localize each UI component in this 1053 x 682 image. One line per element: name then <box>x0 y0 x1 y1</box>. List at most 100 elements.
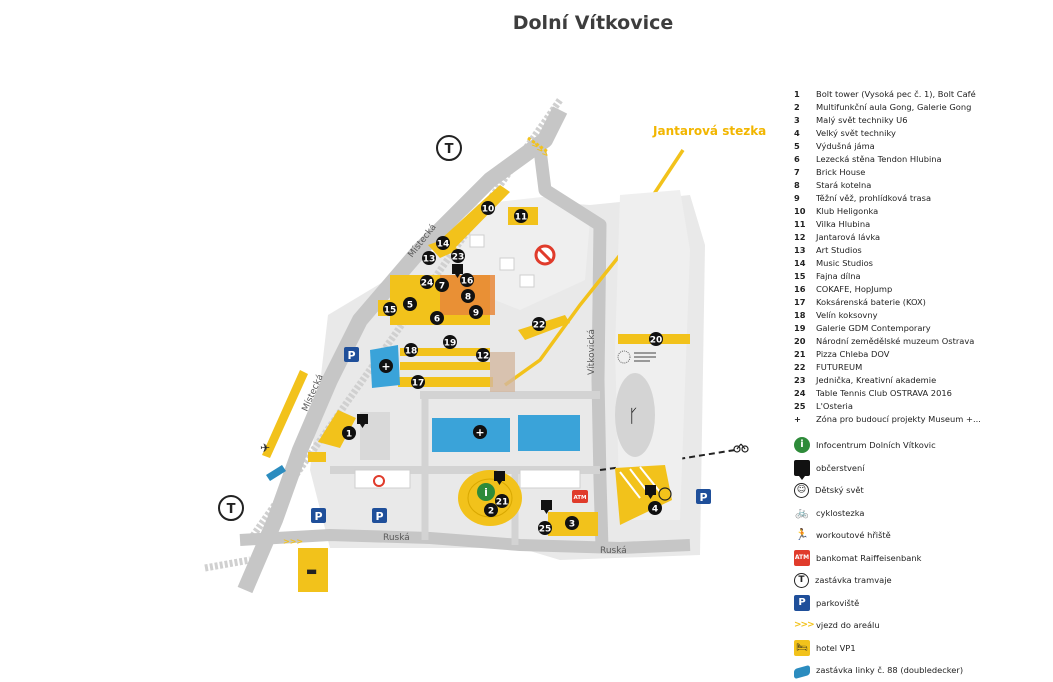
building-small-1[interactable] <box>308 452 326 462</box>
parking-2[interactable]: P <box>311 508 326 523</box>
food-marker-2[interactable] <box>494 471 505 485</box>
svg-text:10: 10 <box>482 205 495 215</box>
plus-marker-1[interactable]: + <box>379 359 393 373</box>
symbol-item-bike: 🚲cyklostezka <box>795 505 865 519</box>
tram-stop-top[interactable]: T <box>436 135 462 161</box>
marker-11[interactable]: 11 <box>514 209 528 223</box>
building-10[interactable] <box>440 185 510 248</box>
marker-13[interactable]: 13 <box>422 251 436 265</box>
marker-16[interactable]: 16 <box>460 273 474 287</box>
bike-icon: 🚲 <box>795 505 809 519</box>
legend-item[interactable]: +Zóna pro budoucí projekty Museum +... <box>794 414 981 424</box>
marker-14[interactable]: 14 <box>436 236 450 250</box>
marker-15[interactable]: 15 <box>383 302 397 316</box>
kids-icon: ☺ <box>794 482 809 498</box>
info-marker[interactable]: i <box>477 483 495 501</box>
marker-18[interactable]: 18 <box>404 343 418 357</box>
blue-building-west[interactable] <box>432 418 510 452</box>
svg-text:23: 23 <box>452 253 465 263</box>
tram-stop-bottom[interactable]: T <box>218 495 244 521</box>
parking-4[interactable]: P <box>696 489 711 504</box>
svg-text:P: P <box>699 491 707 504</box>
building-18[interactable] <box>400 348 490 356</box>
food-marker-1[interactable] <box>357 414 368 428</box>
marker-1[interactable]: 1 <box>342 426 356 440</box>
marker-21[interactable]: 21 <box>495 494 509 508</box>
svg-text:+: + <box>475 426 484 439</box>
atm-marker[interactable]: ATM <box>572 490 588 503</box>
marker-22[interactable]: 22 <box>532 317 546 331</box>
marker-9[interactable]: 9 <box>469 305 483 319</box>
svg-text:4: 4 <box>652 505 658 515</box>
marker-17[interactable]: 17 <box>411 375 425 389</box>
entrance-arrows-1: >>> <box>283 537 303 546</box>
site-map[interactable]: ᚴ ✈ Jantarová stezka Místecká Místecká R… <box>0 0 790 673</box>
symbol-item-kids: ☺Dětský svět <box>794 479 963 502</box>
parking-1[interactable]: P <box>344 347 359 362</box>
hotel-bed-icon: ▬ <box>306 564 317 578</box>
food-marker-3[interactable] <box>541 500 552 514</box>
food-marker-4[interactable] <box>645 485 656 499</box>
marker-24[interactable]: 24 <box>420 275 434 289</box>
marker-19[interactable]: 19 <box>443 335 457 349</box>
svg-text:12: 12 <box>477 352 490 362</box>
svg-text:1: 1 <box>346 430 352 440</box>
marker-7[interactable]: 7 <box>435 278 449 292</box>
building-17[interactable] <box>398 377 493 387</box>
bus-stop-icon[interactable] <box>266 465 286 481</box>
kids-icon-marker[interactable] <box>658 487 672 501</box>
marker-2[interactable]: 2 <box>484 503 498 517</box>
svg-text:16: 16 <box>461 277 474 287</box>
road-vitkovicka <box>533 149 609 549</box>
building-1[interactable] <box>318 410 356 448</box>
building-4[interactable] <box>615 465 672 525</box>
svg-text:2: 2 <box>488 507 494 517</box>
marker-6[interactable]: 6 <box>430 311 444 325</box>
building-white-b <box>499 257 515 271</box>
marker-23[interactable]: 23 <box>451 249 465 263</box>
marker-20[interactable]: 20 <box>649 332 663 346</box>
hotel-vp1-building[interactable] <box>298 548 328 592</box>
parking-3[interactable]: P <box>372 508 387 523</box>
workout-area[interactable] <box>615 373 655 457</box>
marker-4[interactable]: 4 <box>648 501 662 515</box>
marker-5[interactable]: 5 <box>403 297 417 311</box>
blue-building-east[interactable] <box>518 415 580 451</box>
marker-8[interactable]: 8 <box>461 289 475 303</box>
road-label-vitkovicka: Vítkovická <box>587 329 597 375</box>
marker-10[interactable]: 10 <box>481 201 495 215</box>
marker-3[interactable]: 3 <box>565 516 579 530</box>
marker-25[interactable]: 25 <box>538 521 552 535</box>
marker-12[interactable]: 12 <box>476 348 490 362</box>
workout-icon: 🏃 <box>795 528 809 542</box>
building-19[interactable] <box>400 362 490 370</box>
plus-marker-2[interactable]: + <box>473 425 487 439</box>
food-marker-5[interactable] <box>452 264 463 278</box>
